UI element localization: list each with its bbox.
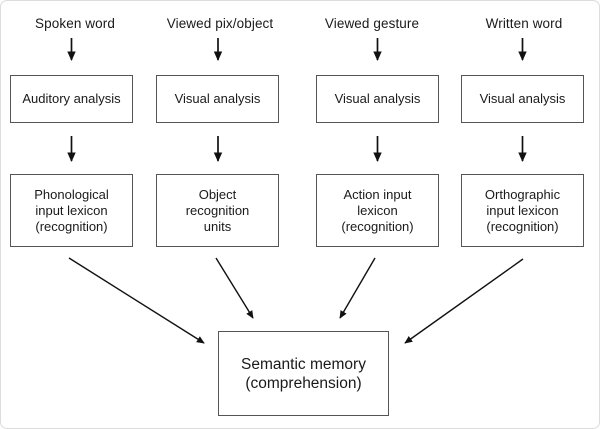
stimulus-label-viewed-pix: Viewed pix/object xyxy=(166,16,274,31)
stimulus-label-written-word: Written word xyxy=(485,16,563,31)
arrow-orthographic-to-semantic xyxy=(404,258,524,344)
arrow-phonological-to-semantic xyxy=(68,257,205,344)
box-action-input-lexicon: Action input lexicon (recognition) xyxy=(316,174,439,247)
box-visual-analysis-word: Visual analysis xyxy=(461,75,584,123)
box-semantic-memory: Semantic memory (comprehension) xyxy=(218,331,389,416)
arrow-object-units-to-semantic xyxy=(215,257,254,319)
box-visual-analysis-pix: Visual analysis xyxy=(156,75,279,123)
stimulus-label-spoken-word: Spoken word xyxy=(35,16,115,31)
box-auditory-analysis: Auditory analysis xyxy=(10,75,133,123)
box-visual-analysis-gesture: Visual analysis xyxy=(316,75,439,123)
box-orthographic-input-lexicon: Orthographic input lexicon (recognition) xyxy=(461,174,584,247)
arrow-action-lexicon-to-semantic xyxy=(339,257,376,319)
stimulus-label-viewed-gesture: Viewed gesture xyxy=(324,16,420,31)
box-object-recognition-units: Object recognition units xyxy=(156,174,279,247)
box-phonological-input-lexicon: Phonological input lexicon (recognition) xyxy=(10,174,133,247)
